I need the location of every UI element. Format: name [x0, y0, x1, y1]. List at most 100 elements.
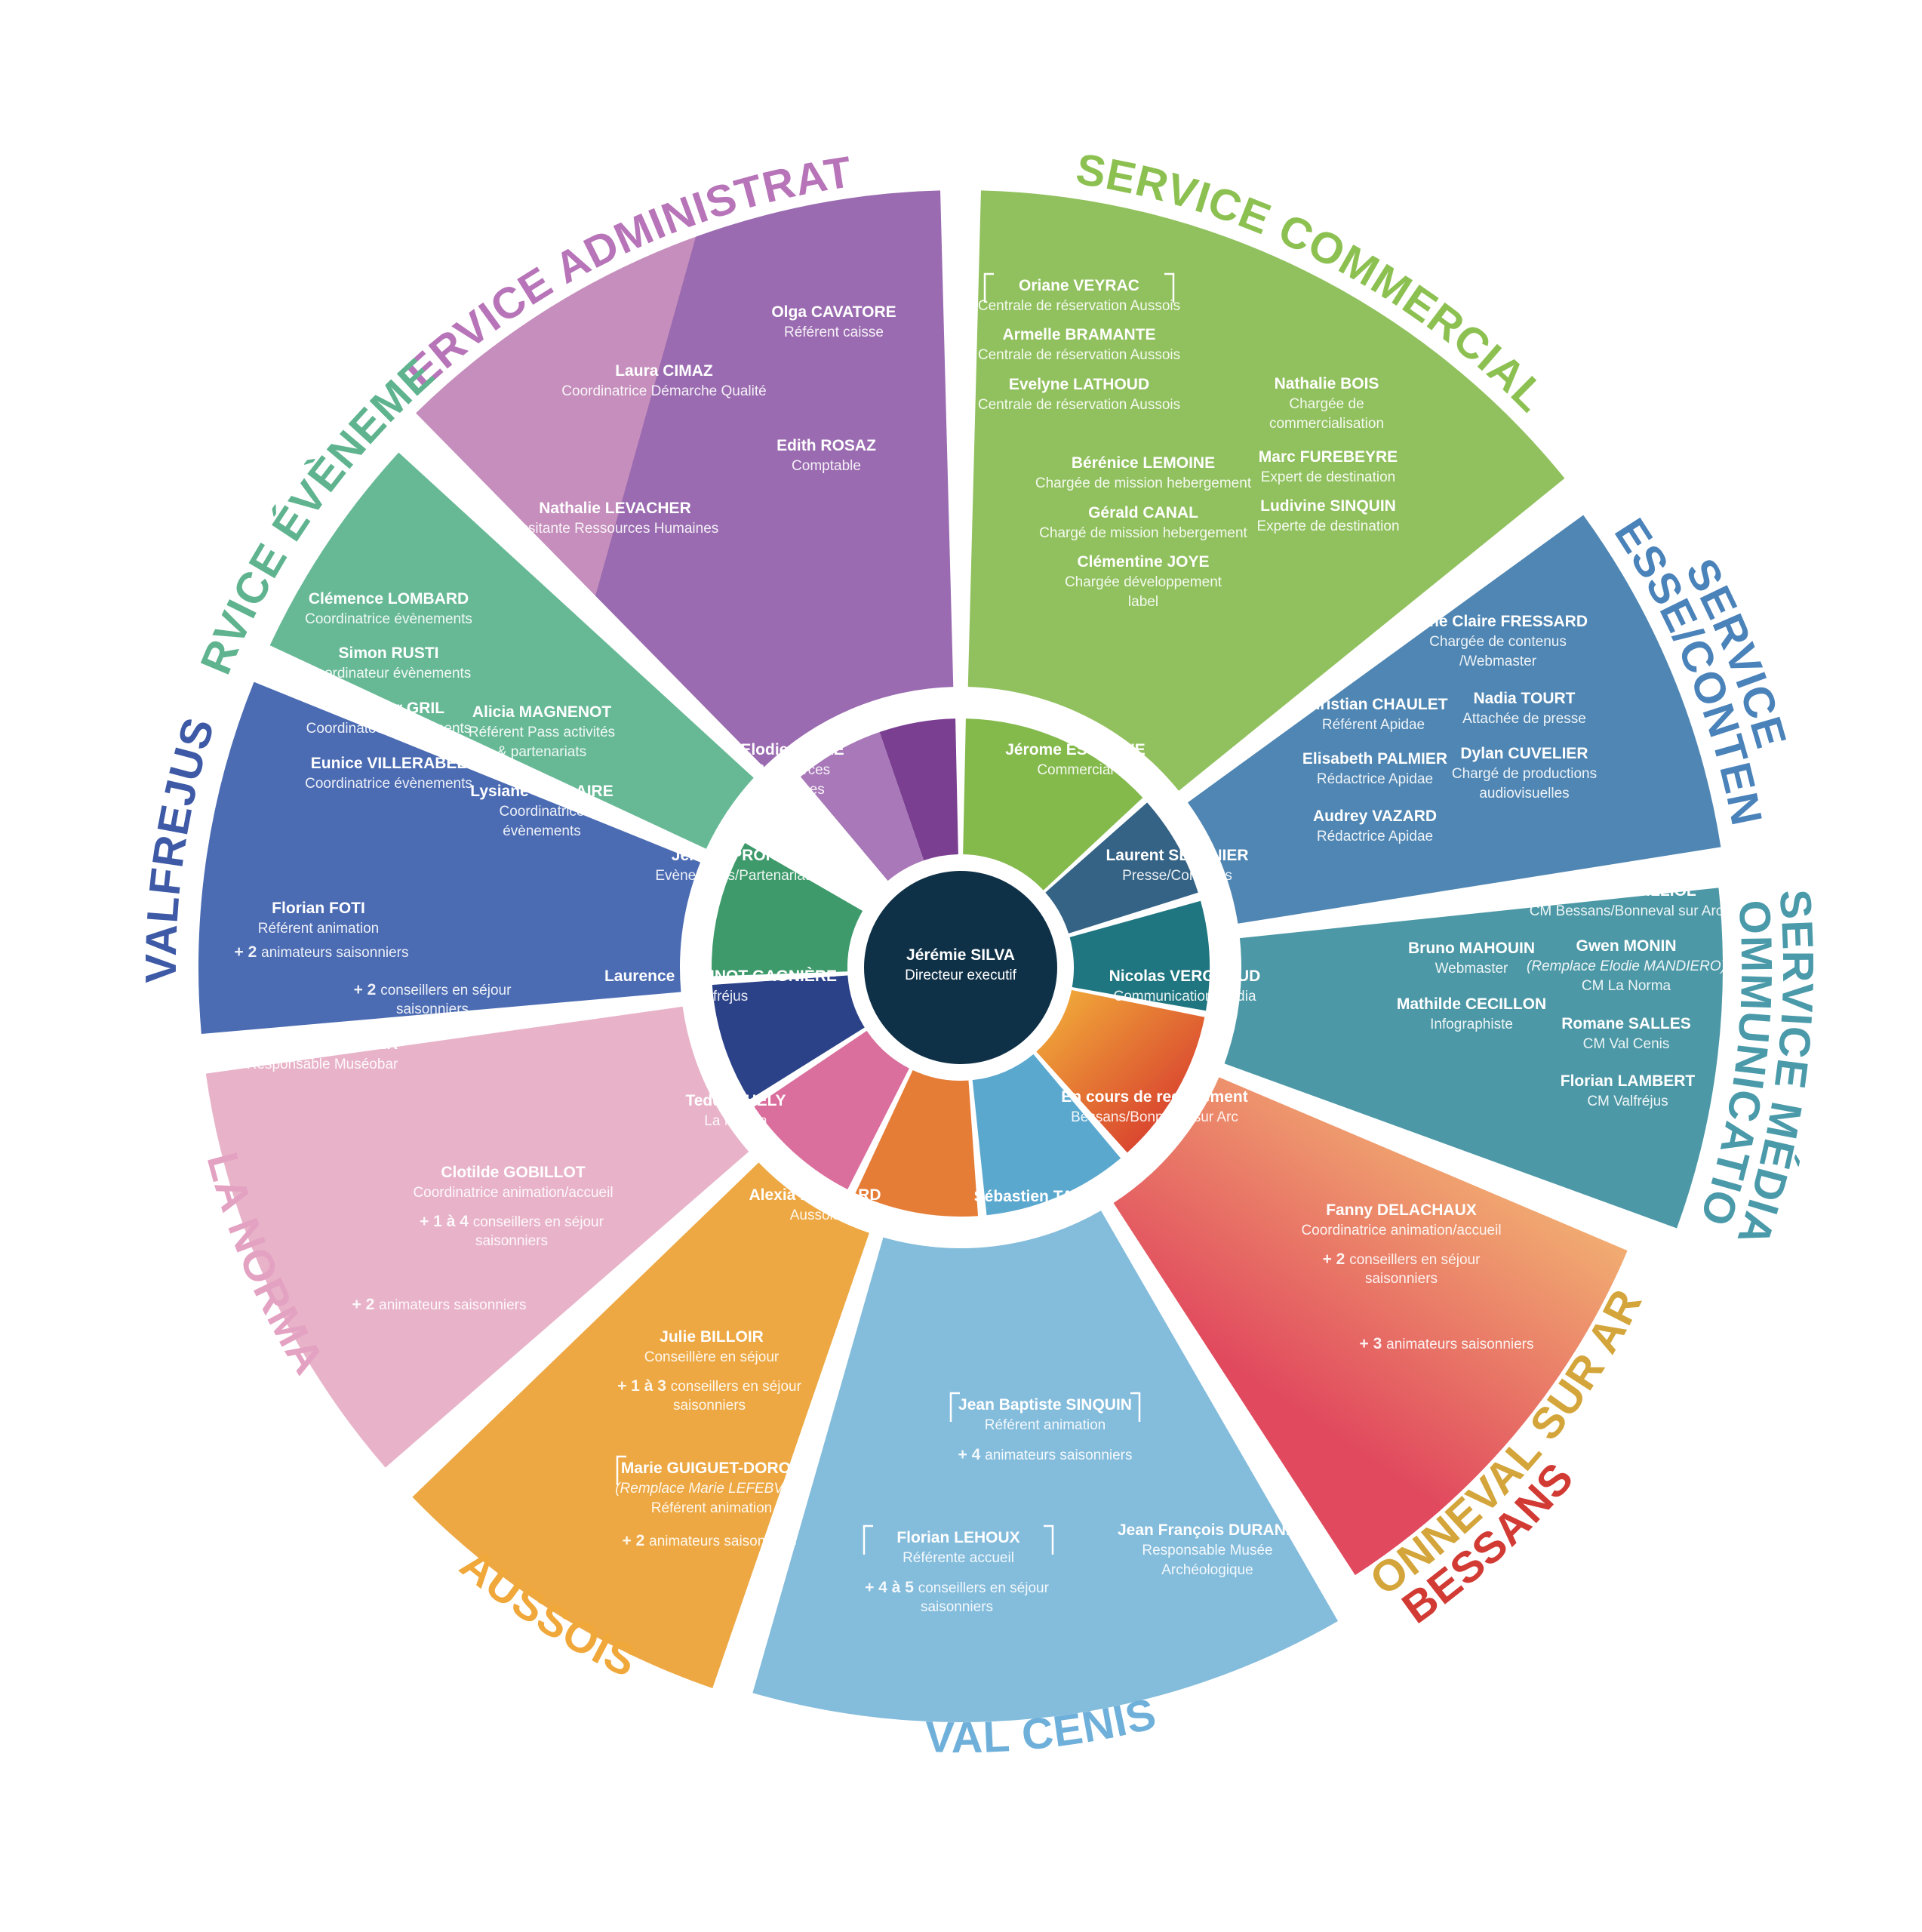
person-name: Florian FOTI — [272, 900, 365, 917]
person-role: Référent Pass activités — [469, 724, 615, 740]
box-bracket — [983, 272, 1175, 303]
sectors-layer — [198, 190, 1723, 1722]
person-name: Olga CAVATORE — [771, 303, 896, 321]
person-name: Fanny DELACHAUX — [1326, 1201, 1477, 1219]
inner-wedge-commercial-0 — [963, 718, 1143, 891]
person-media-1: Bruno MAHOUIN Webmaster — [1408, 940, 1535, 977]
person-name: Alexia LOMBARD — [749, 1186, 881, 1204]
person-name: Florian LAMBERT — [1561, 1072, 1696, 1090]
person-name: Laura CIMAZ — [615, 362, 713, 380]
person-role: Coordinateur évènements — [306, 666, 472, 681]
person-role: Chargée de contenus — [1429, 634, 1567, 650]
person-inner-bonneval-0: En cours de recrutementBessans/Bonneval … — [1061, 1088, 1247, 1125]
person-name: Lysiane VOLLAIRE — [470, 783, 613, 800]
inner-wedge-administratif-1 — [800, 731, 924, 881]
sector-bonneval — [1113, 1077, 1628, 1576]
person-inner-administratif-0: Agnès CIMAZ Finance — [356, 54, 460, 91]
person-name: Ludivine SINQUIN — [1260, 497, 1396, 515]
person-role: /Webmaster — [1459, 654, 1537, 669]
inner-wedge-media-0 — [1069, 900, 1210, 1011]
person-commercial-8: Clémentine JOYE Chargée développement labe… — [1065, 553, 1222, 610]
person-name: Romane SALLES — [1561, 1015, 1691, 1032]
person-role: Chargé de productions — [1452, 766, 1597, 782]
count-line: + 2 animateurs saisonniers — [352, 1296, 527, 1313]
person-inner-aussois-0: Alexia LOMBARD Aussois — [749, 1186, 881, 1223]
person-name: Jérémy PROKOP — [672, 847, 800, 864]
person-role: Chargé de mission hebergement — [1039, 525, 1247, 541]
director-role: Directeur executif — [905, 968, 1017, 983]
person-name: Gérald CANAL — [1088, 504, 1198, 521]
person-name: Clémentine JOYE — [1077, 553, 1209, 571]
director-name: Jérémie SILVA — [906, 946, 1015, 964]
inner-wedge-lanorma-0 — [754, 1030, 909, 1190]
person-role: Coordinateur évènements — [306, 721, 472, 737]
person-role-2: Référent animation — [651, 1500, 773, 1516]
person-name: Audrey VAZARD — [1313, 808, 1437, 825]
person-aussois-2: Marie GUIGUET-DORON (Remplace Marie LEFEB… — [615, 1455, 808, 1516]
inner-wedge-administratif-0 — [879, 718, 958, 861]
person-role: Centrale de réservation Aussois — [978, 347, 1180, 363]
person-role: Chargée développement — [1065, 574, 1222, 590]
inner-wedge-valcenis-0 — [972, 1054, 1121, 1216]
count-line: + 2 conseillers en séjour — [1323, 1251, 1481, 1268]
count-line: + 2 animateurs saisonniers — [235, 943, 409, 961]
sector-valfrejus — [198, 681, 701, 1035]
person-name: Bérénice LEMOINE — [1072, 454, 1215, 472]
person-role: label — [1128, 594, 1158, 610]
count-line: + 1 à 3 conseillers en séjour — [617, 1377, 802, 1395]
count-line-cont: saisonniers — [921, 1599, 993, 1615]
person-role: (Remplace Elodie MANDIERO) — [1527, 958, 1726, 974]
person-evenement-1: Simon RUSTI Coordinateur évènements — [306, 645, 472, 681]
person-role: (Remplace Marie LEFEBVRE) — [615, 1481, 808, 1497]
person-role: Rédactrice Apidae — [1317, 771, 1433, 787]
person-name: Marie GUIGUET-DORON — [621, 1460, 802, 1477]
person-bonneval-2: + 3 animateurs saisonniers — [1360, 1335, 1534, 1352]
person-role: Référente accueil — [903, 1550, 1014, 1566]
person-role: La Norma — [704, 1113, 767, 1129]
person-role: Webmaster — [1435, 961, 1508, 977]
person-name: Simon RUSTI — [338, 645, 438, 662]
person-commercial-5: Ludivine SINQUIN Experte de destination — [1256, 497, 1399, 534]
person-role: Centrale de réservation Aussois — [978, 397, 1180, 413]
person-name: Laurent SEVENIER — [1106, 847, 1248, 864]
person-name: Nathalie LEVACHER — [539, 500, 690, 517]
count-line: + 4 à 5 conseillers en séjour — [865, 1579, 1050, 1596]
count-line-cont: saisonniers — [1365, 1271, 1438, 1287]
person-role: Experte de destination — [1256, 518, 1399, 534]
person-role: Finance — [382, 75, 433, 91]
person-role: Coordinatrice animation/accueil — [413, 1185, 613, 1201]
person-role: Aussois — [790, 1208, 841, 1223]
person-role: Archéologique — [1161, 1562, 1253, 1578]
person-name: Sébastien TACHET — [974, 1188, 1117, 1205]
person-role: Presse/Contenus — [1122, 868, 1232, 884]
person-valcenis-4: + 4 à 5 conseillers en séjour saisonniers — [865, 1579, 1050, 1615]
person-role: Communication/Média — [1113, 989, 1256, 1004]
person-name: Bruno MAHOUIN — [1408, 940, 1535, 957]
person-role: Coordinatrice évènements — [305, 776, 472, 792]
inner-wedge-presse-0 — [1045, 802, 1198, 934]
person-name: Jean Baptiste SINQUIN — [958, 1396, 1132, 1414]
person-name: Agnès CIMAZ — [356, 54, 460, 72]
